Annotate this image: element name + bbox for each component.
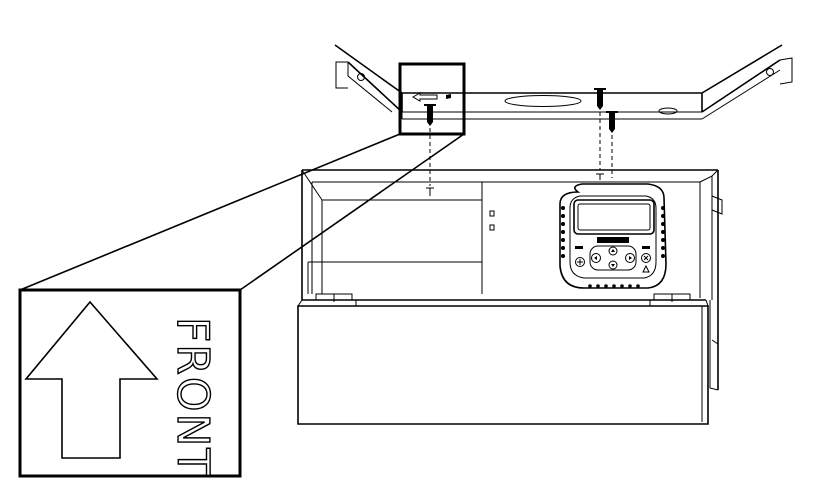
screw-icon	[606, 111, 618, 133]
controller-nav-buttons	[589, 245, 637, 271]
callout-highlight-box	[398, 62, 466, 136]
main-unit	[297, 169, 723, 425]
screw-icon	[424, 104, 436, 126]
controller-side-buttons	[575, 246, 651, 273]
callout-detail: FRONT	[18, 62, 466, 478]
front-label: FRONT	[167, 317, 218, 477]
mounting-bracket	[334, 44, 793, 120]
small-arrow-icon	[411, 92, 451, 102]
up-arrow-icon	[24, 300, 159, 459]
alignment-lines	[429, 112, 613, 186]
controller-brand-label	[597, 237, 629, 243]
controller-display	[573, 199, 655, 235]
controller-grip	[561, 206, 665, 288]
controller	[559, 183, 667, 289]
callout-box	[18, 288, 242, 478]
screw-icon	[594, 88, 606, 110]
